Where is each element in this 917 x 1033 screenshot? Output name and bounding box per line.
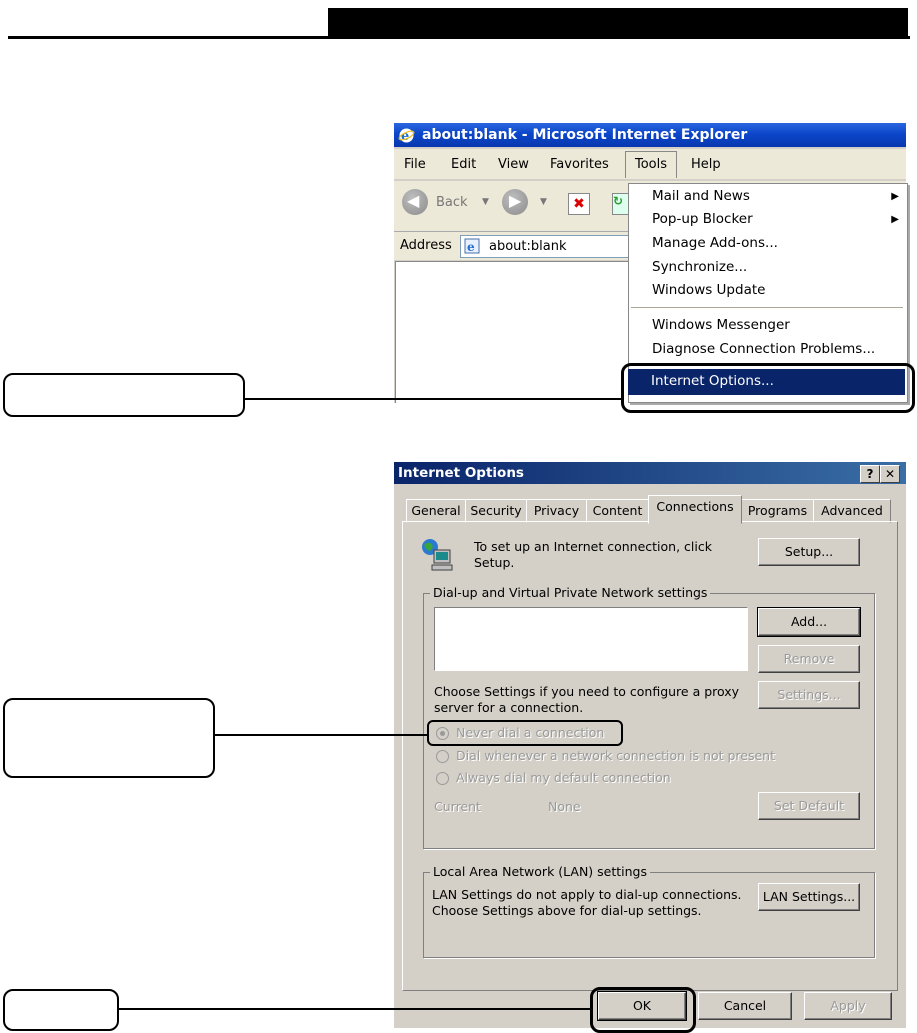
menu-view[interactable]: View [498, 157, 529, 172]
address-label: Address [400, 238, 452, 253]
menu-favorites[interactable]: Favorites [550, 157, 609, 172]
proxy-text-line2: server for a connection. [434, 700, 584, 715]
refresh-icon: ↻ [613, 194, 624, 208]
set-default-button[interactable]: Set Default [758, 792, 860, 820]
proxy-text-line1: Choose Settings if you need to configure… [434, 684, 740, 699]
remove-button[interactable]: Remove [758, 645, 860, 673]
menu-edit[interactable]: Edit [451, 157, 477, 172]
forward-arrow-icon: ▶ [509, 191, 522, 210]
stop-icon: ✖ [573, 196, 585, 212]
cancel-button[interactable]: Cancel [698, 992, 792, 1020]
radio-never-dial-label: Never dial a connection [456, 725, 605, 740]
add-button[interactable]: Add... [757, 607, 861, 637]
back-label: Back [436, 195, 468, 210]
lan-text-line1: LAN Settings do not apply to dial-up con… [432, 887, 742, 902]
ie-menu-bar: File Edit View Favorites Tools Help [394, 149, 906, 179]
header-black-bar [328, 8, 908, 38]
svg-text:e: e [401, 129, 409, 144]
callout-box-1 [3, 373, 245, 417]
ie-title-bar: e about:blank - Microsoft Internet Explo… [394, 123, 906, 147]
menu-item-internet-options[interactable]: Internet Options... [628, 369, 905, 395]
connections-list[interactable] [434, 607, 748, 671]
close-button[interactable]: ✕ [880, 465, 900, 483]
dialog-title: Internet Options [398, 465, 524, 481]
callout-line-1 [243, 398, 623, 400]
menu-tools[interactable]: Tools [625, 151, 677, 178]
page-icon: e [464, 238, 480, 254]
dialup-group-label: Dial-up and Virtual Private Network sett… [430, 585, 711, 600]
back-arrow-icon: ◀ [407, 191, 420, 210]
tab-connections[interactable]: Connections [648, 495, 742, 524]
dialog-title-bar: Internet Options ? ✕ [394, 462, 906, 484]
radio-dial-whenever[interactable] [436, 750, 449, 763]
tab-security[interactable]: Security [465, 499, 527, 523]
network-globe-icon [422, 539, 453, 571]
radio-always-dial[interactable] [436, 772, 449, 785]
internet-options-dialog: Internet Options ? ✕ General Security Pr… [394, 462, 906, 1028]
radio-never-dial[interactable] [436, 727, 449, 740]
tab-advanced[interactable]: Advanced [813, 499, 891, 523]
back-dropdown-icon[interactable]: ▼ [482, 197, 489, 207]
tab-programs[interactable]: Programs [741, 499, 814, 523]
menu-item-diagnose[interactable]: Diagnose Connection Problems... [652, 341, 876, 357]
tab-general[interactable]: General [406, 499, 466, 523]
forward-dropdown-icon[interactable]: ▼ [540, 197, 547, 207]
lan-settings-button[interactable]: LAN Settings... [758, 883, 860, 911]
lan-group-label: Local Area Network (LAN) settings [430, 864, 651, 879]
highlight-ok-button [590, 987, 696, 1033]
menu-help[interactable]: Help [691, 157, 721, 172]
radio-dial-whenever-label: Dial whenever a network connection is no… [456, 748, 775, 763]
ie-title-text: about:blank - Microsoft Internet Explore… [422, 127, 748, 143]
forward-button[interactable]: ▶ [502, 189, 528, 215]
ie-logo-icon: e [398, 128, 415, 144]
menu-item-label: Mail and News [652, 188, 750, 204]
help-button[interactable]: ? [860, 465, 880, 483]
setup-instruction-line2: Setup. [474, 555, 515, 570]
lan-settings-group: Local Area Network (LAN) settings [423, 864, 875, 958]
highlight-never-dial [427, 720, 623, 746]
radio-always-dial-label: Always dial my default connection [456, 770, 671, 785]
back-button[interactable]: ◀ [402, 189, 428, 215]
menu-item-manage-addons[interactable]: Manage Add-ons... [652, 235, 778, 251]
menu-file[interactable]: File [404, 157, 426, 172]
highlight-internet-options [621, 363, 915, 413]
current-value: None [548, 799, 581, 814]
callout-box-2 [3, 698, 215, 778]
menu-item-popup-blocker[interactable]: Pop-up Blocker [652, 211, 753, 227]
tab-content[interactable]: Content [586, 499, 649, 523]
address-value: about:blank [489, 239, 567, 254]
svg-text:e: e [467, 240, 475, 254]
dialup-vpn-group: Dial-up and Virtual Private Network sett… [423, 585, 875, 849]
current-label: Current [434, 799, 481, 814]
submenu-arrow-icon: ▶ [891, 214, 899, 225]
menu-item-mail-news[interactable]: Mail and News [652, 188, 750, 204]
menu-item-label: Internet Options... [651, 373, 774, 389]
tools-menu: Mail and News ▶ Pop-up Blocker ▶ Manage … [628, 183, 908, 403]
settings-button[interactable]: Settings... [758, 681, 860, 709]
callout-line-2 [213, 734, 429, 736]
submenu-arrow-icon: ▶ [891, 191, 899, 202]
apply-button[interactable]: Apply [804, 992, 892, 1020]
ok-button[interactable]: OK [597, 991, 687, 1021]
menu-item-windows-update[interactable]: Windows Update [652, 282, 766, 298]
lan-text-line2: Choose Settings above for dial-up settin… [432, 903, 702, 918]
menu-separator [631, 307, 903, 308]
header-rule [8, 36, 910, 39]
menu-item-synchronize[interactable]: Synchronize... [652, 259, 748, 275]
tab-privacy[interactable]: Privacy [526, 499, 587, 523]
menu-item-label: Pop-up Blocker [652, 211, 753, 227]
menu-item-windows-messenger[interactable]: Windows Messenger [652, 317, 790, 333]
callout-box-3 [3, 989, 119, 1031]
setup-button[interactable]: Setup... [758, 538, 860, 566]
callout-line-3 [117, 1008, 592, 1010]
setup-instruction-line1: To set up an Internet connection, click [474, 539, 712, 554]
stop-button[interactable]: ✖ [568, 193, 590, 215]
